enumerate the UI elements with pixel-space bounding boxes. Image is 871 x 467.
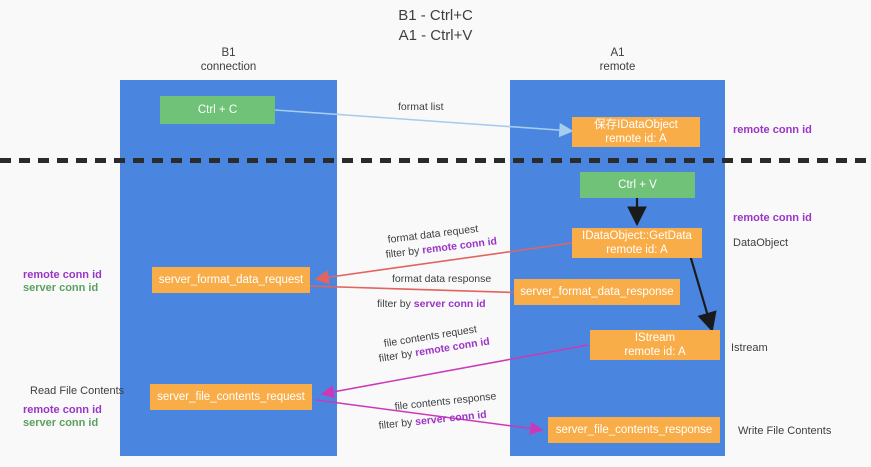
edge-label-format-data-response: format data response — [392, 273, 492, 285]
edge-file-contents-response — [315, 399, 544, 436]
edge-label-format-list: format list — [398, 101, 444, 113]
column-header-a1: A1 remote — [510, 46, 725, 74]
node-idataobject-getdata[interactable]: IDataObject::GetData remote id: A — [572, 228, 702, 258]
column-header-b1-name: B1 — [221, 47, 236, 59]
annotation-left-mid-remote-conn-id: remote conn id — [23, 269, 102, 281]
edge-label-format-data-response-filter: filter by server conn id — [377, 298, 486, 311]
column-header-a1-name: A1 — [610, 47, 625, 59]
filter-key-server-conn-id: server conn id — [413, 298, 486, 310]
annotation-right-istream: Istream — [731, 342, 768, 354]
edge-getdata-istream — [688, 254, 717, 333]
node-ctrl-c[interactable]: Ctrl + C — [160, 96, 275, 124]
phase-divider — [0, 158, 871, 163]
annotation-left-bottom-server-conn-id: server conn id — [23, 417, 99, 429]
node-server-format-data-response[interactable]: server_format_data_response — [514, 279, 680, 305]
annotation-right-top-remote-conn-id: remote conn id — [733, 124, 812, 136]
column-header-b1-sub: connection — [200, 61, 257, 73]
title-line-1: B1 - Ctrl+C — [398, 7, 473, 24]
node-istream[interactable]: IStream remote id: A — [590, 330, 720, 360]
edge-format-data-request — [314, 242, 573, 285]
node-server-file-contents-response[interactable]: server_file_contents_response — [548, 417, 720, 443]
annotation-right-mid-remote-conn-id: remote conn id — [733, 212, 812, 224]
filter-prefix: filter by — [377, 298, 414, 310]
column-header-b1: B1 connection — [120, 46, 337, 74]
diagram-title: B1 - Ctrl+C A1 - Ctrl+V — [0, 6, 871, 46]
annotation-right-write-file-contents: Write File Contents — [738, 425, 832, 437]
title-line-2: A1 - Ctrl+V — [398, 27, 473, 44]
annotation-right-dataobject: DataObject — [733, 237, 789, 249]
annotation-read-file-contents: Read File Contents — [30, 385, 125, 397]
node-ctrl-v[interactable]: Ctrl + V — [580, 172, 695, 198]
node-idataobject-remote[interactable]: 保存IDataObject remote id: A — [572, 117, 700, 147]
edge-format-list — [274, 109, 574, 138]
annotation-left-mid-server-conn-id: server conn id — [23, 282, 99, 294]
edge-file-contents-request — [320, 344, 589, 399]
node-server-format-data-request[interactable]: server_format_data_request — [152, 267, 310, 293]
annotation-left-bottom-remote-conn-id: remote conn id — [23, 404, 102, 416]
edge-format-data-response — [307, 285, 532, 300]
filter-prefix: filter by — [378, 416, 416, 432]
node-server-file-contents-request[interactable]: server_file_contents_request — [150, 384, 312, 410]
column-header-a1-sub: remote — [599, 61, 636, 73]
